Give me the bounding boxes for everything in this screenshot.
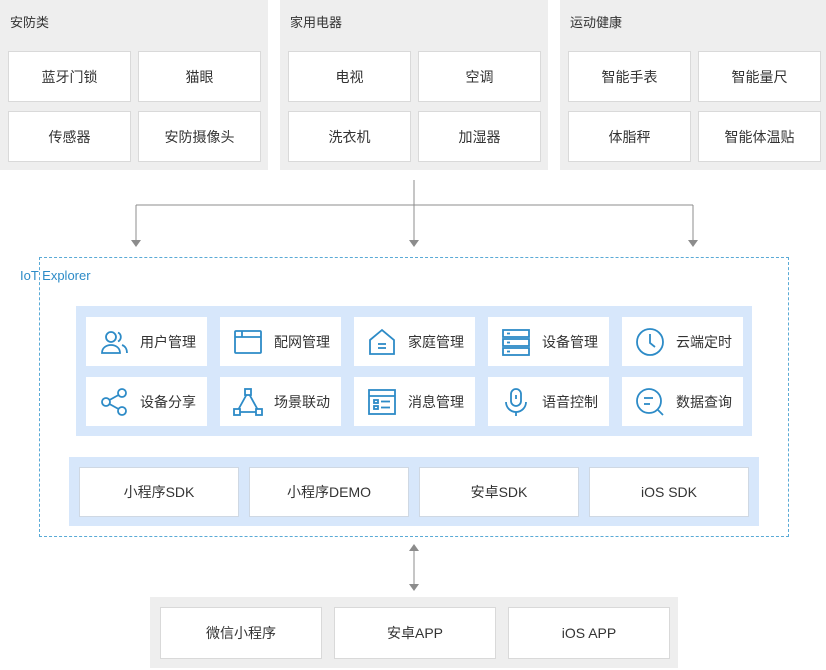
microphone-icon [505,387,527,416]
device-card: 智能体温贴 [698,111,821,162]
device-group-security: 安防类 蓝牙门锁 猫眼 传感器 安防摄像头 [0,0,268,170]
device-group-appliances: 家用电器 电视 空调 洗衣机 加湿器 [280,0,548,170]
device-card: 传感器 [8,111,131,162]
browser-window-icon [234,329,262,354]
feature-label: 配网管理 [274,333,330,350]
app-card-wechat-miniprogram: 微信小程序 [160,607,322,659]
device-card: 洗衣机 [288,111,411,162]
device-card: 体脂秤 [568,111,691,162]
group-title: 运动健康 [570,15,623,30]
search-data-icon [636,387,664,416]
sdk-card-miniprogram-demo: 小程序DEMO [249,467,409,517]
sdk-card-miniprogram: 小程序SDK [79,467,239,517]
home-icon [369,328,395,355]
iot-explorer-container [39,257,789,537]
device-card: 蓝牙门锁 [8,51,131,102]
share-icon [101,387,127,416]
feature-label: 设备分享 [140,393,196,410]
explorer-title: IoT Explorer [20,268,91,283]
triangle-nodes-icon [233,387,263,416]
device-card: 加湿器 [418,111,541,162]
sdk-card-ios: iOS SDK [589,467,749,517]
feature-card-message-management: 消息管理 [354,377,475,426]
group-title: 家用电器 [290,15,343,30]
feature-label: 用户管理 [140,333,196,350]
message-list-icon [368,388,396,415]
feature-label: 设备管理 [542,333,598,350]
feature-label: 消息管理 [408,393,464,410]
device-card: 智能手表 [568,51,691,102]
device-card: 智能量尺 [698,51,821,102]
device-card: 电视 [288,51,411,102]
feature-card-cloud-timer: 云端定时 [622,317,743,366]
device-group-health: 运动健康 智能手表 智能量尺 体脂秤 智能体温贴 [560,0,826,170]
clock-icon [636,327,664,356]
device-card: 安防摄像头 [138,111,261,162]
app-card-ios: iOS APP [508,607,670,659]
feature-label: 云端定时 [676,333,732,350]
feature-card-voice-control: 语音控制 [488,377,609,426]
device-card: 猫眼 [138,51,261,102]
feature-label: 家庭管理 [408,333,464,350]
sdk-card-android: 安卓SDK [419,467,579,517]
group-title: 安防类 [10,15,50,30]
feature-label: 数据查询 [676,393,732,410]
feature-label: 场景联动 [274,393,330,410]
feature-card-user-management: 用户管理 [86,317,207,366]
feature-card-device-management: 设备管理 [488,317,609,366]
users-icon [101,330,128,354]
feature-card-home-management: 家庭管理 [354,317,475,366]
feature-card-device-share: 设备分享 [86,377,207,426]
feature-label: 语音控制 [542,393,598,410]
feature-card-network-config: 配网管理 [220,317,341,366]
device-card: 空调 [418,51,541,102]
feature-card-scene-linkage: 场景联动 [220,377,341,426]
feature-card-data-query: 数据查询 [622,377,743,426]
app-card-android: 安卓APP [334,607,496,659]
server-icon [502,328,530,356]
